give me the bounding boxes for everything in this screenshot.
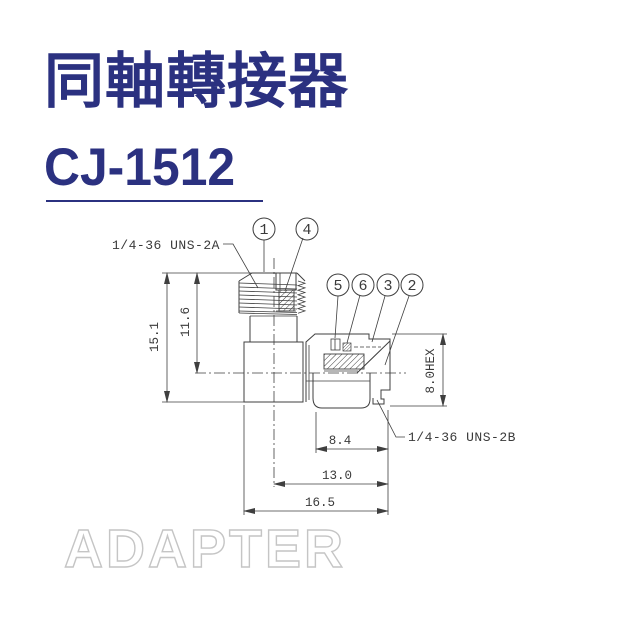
title-underline: [46, 200, 263, 202]
dim-upper-height: 11.6: [179, 307, 193, 337]
ext-hex: [390, 333, 447, 407]
page-title: 同軸轉接器: [44, 48, 349, 115]
callout-leaders: [263, 237, 410, 366]
cap-chamfers: [238, 272, 306, 282]
center-pin-hatched: [278, 289, 295, 312]
dimension-texts: 15.1 11.6 8.0HEX 8.4 13.0 16.5: [148, 307, 438, 510]
svg-text:3: 3: [383, 278, 392, 295]
thread-label-right-leader: [376, 399, 405, 438]
main-body: [243, 341, 304, 403]
contact-part: [330, 338, 341, 351]
watermark-text: ADAPTER: [63, 518, 347, 579]
dim-nut-length: 8.4: [329, 434, 352, 448]
svg-text:2: 2: [407, 278, 416, 295]
callout-1: 1: [252, 217, 276, 241]
thread-labels: 1/4-36 UNS-2A 1/4-36 UNS-2B: [112, 238, 516, 445]
thread-runout: [238, 312, 298, 317]
thread-label-top: 1/4-36 UNS-2A: [112, 238, 220, 253]
svg-text:6: 6: [358, 278, 367, 295]
insulator-hatched: [323, 353, 365, 370]
right-connector: [305, 333, 391, 409]
thread-helix-lines: [238, 282, 298, 313]
callout-6: 6: [351, 273, 375, 297]
extension-lines: [162, 272, 447, 515]
upper-outline: [305, 333, 391, 373]
shell-foot: [372, 373, 391, 405]
callout-2: 2: [400, 273, 424, 297]
top-connector: [238, 272, 307, 342]
model-number: CJ-1512: [44, 138, 236, 197]
dim-total-length: 16.5: [305, 496, 335, 510]
dimension-lines: [164, 272, 446, 514]
callout-4: 4: [295, 217, 319, 241]
thread-label-right: 1/4-36 UNS-2B: [408, 430, 516, 445]
body-outline: [243, 341, 304, 403]
callout-3: 3: [376, 273, 400, 297]
thread-label-top-leader: [223, 243, 259, 289]
thread-profile-zigzag: [296, 280, 307, 314]
callouts: 1 4 5 6 3 2: [252, 217, 424, 366]
svg-text:4: 4: [302, 222, 311, 239]
svg-text:5: 5: [333, 278, 342, 295]
bore-diagonal: [356, 340, 391, 374]
dim-total-height: 15.1: [148, 322, 162, 352]
gasket-part-hatched: [342, 342, 352, 352]
svg-text:1: 1: [259, 222, 268, 239]
hex-nut-profile: [312, 373, 371, 409]
neck-edges: [249, 316, 298, 342]
centerlines: [195, 258, 406, 487]
dim-hex-size: 8.0HEX: [424, 348, 438, 394]
dim-mid-length: 13.0: [322, 469, 352, 483]
callout-5: 5: [326, 273, 350, 297]
